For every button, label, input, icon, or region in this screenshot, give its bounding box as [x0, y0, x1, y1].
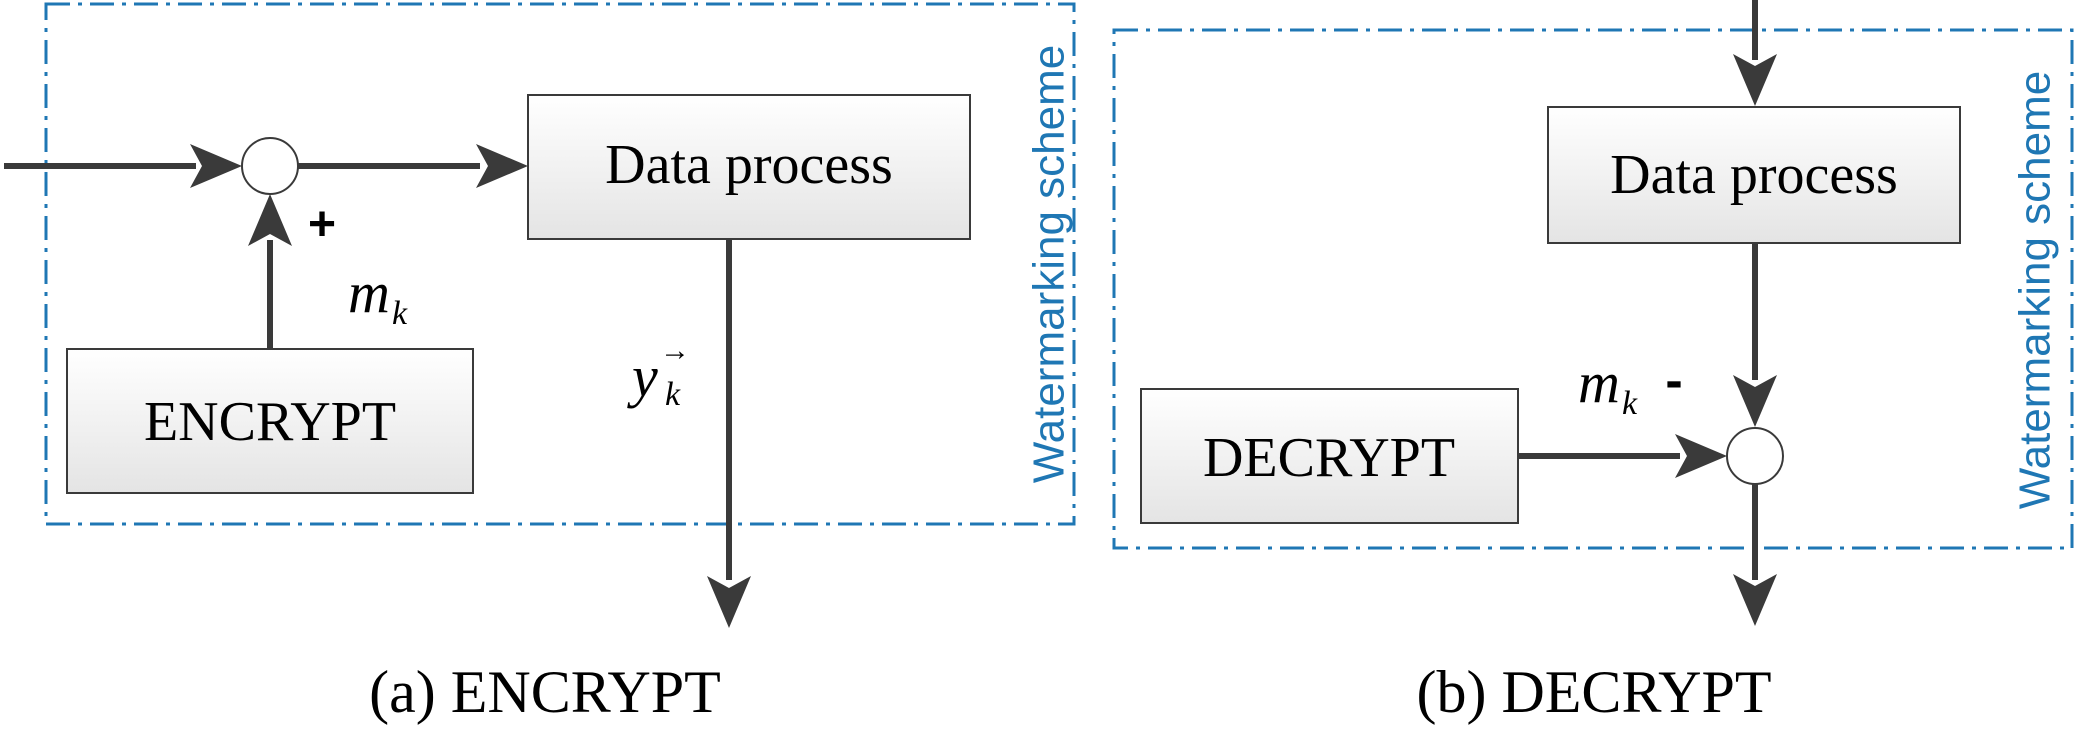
- caption-a: (a) ENCRYPT: [369, 659, 721, 725]
- svg-text:k: k: [665, 376, 681, 413]
- watermarking-scheme-label-b: Watermarking scheme: [2011, 71, 2060, 510]
- junction-output-arrow-b: [1733, 484, 1777, 626]
- svg-text:m: m: [348, 260, 390, 325]
- encrypt-to-junction-arrow: [248, 194, 292, 349]
- svg-text:→: →: [660, 334, 690, 367]
- process-output-arrow-a: [707, 239, 751, 628]
- junction-to-process-arrow-a: [298, 144, 528, 188]
- minus-sign: -: [1665, 352, 1682, 410]
- svg-text:y: y: [627, 344, 658, 409]
- encrypt-box: [66, 348, 474, 494]
- m-k-label-a: m k: [348, 260, 408, 332]
- encrypt-label: ENCRYPT: [144, 391, 396, 453]
- watermarking-scheme-frame-b: [1112, 28, 2074, 550]
- decrypt-box: [1140, 388, 1519, 524]
- decrypt-label: DECRYPT: [1203, 427, 1455, 489]
- panel-b: Watermarking scheme Data process DECRYPT…: [1112, 0, 2074, 725]
- svg-text:k: k: [392, 295, 408, 332]
- svg-text:m: m: [1578, 350, 1620, 415]
- watermarking-scheme-label-a: Watermarking scheme: [1025, 45, 1074, 484]
- summing-junction-b: [1726, 427, 1784, 485]
- watermarking-scheme-frame-a: [44, 2, 1076, 526]
- input-arrow-a: [4, 144, 242, 188]
- svg-text:k: k: [1622, 385, 1638, 422]
- data-process-box-a: [527, 94, 971, 240]
- panel-a: Watermarking scheme Data process ENCRYPT…: [4, 2, 1076, 725]
- data-process-label-a: Data process: [605, 134, 893, 196]
- data-process-box-b: [1547, 106, 1961, 244]
- plus-sign: +: [308, 198, 336, 251]
- summing-junction-a: [241, 137, 299, 195]
- decrypt-to-junction-arrow: [1518, 434, 1727, 478]
- m-k-label-b: m k: [1578, 350, 1638, 422]
- y-k-vector-label: → y k: [627, 334, 690, 413]
- process-to-junction-arrow-b: [1733, 243, 1777, 427]
- input-arrow-b: [1733, 0, 1777, 106]
- data-process-label-b: Data process: [1610, 144, 1898, 206]
- caption-b: (b) DECRYPT: [1416, 659, 1771, 725]
